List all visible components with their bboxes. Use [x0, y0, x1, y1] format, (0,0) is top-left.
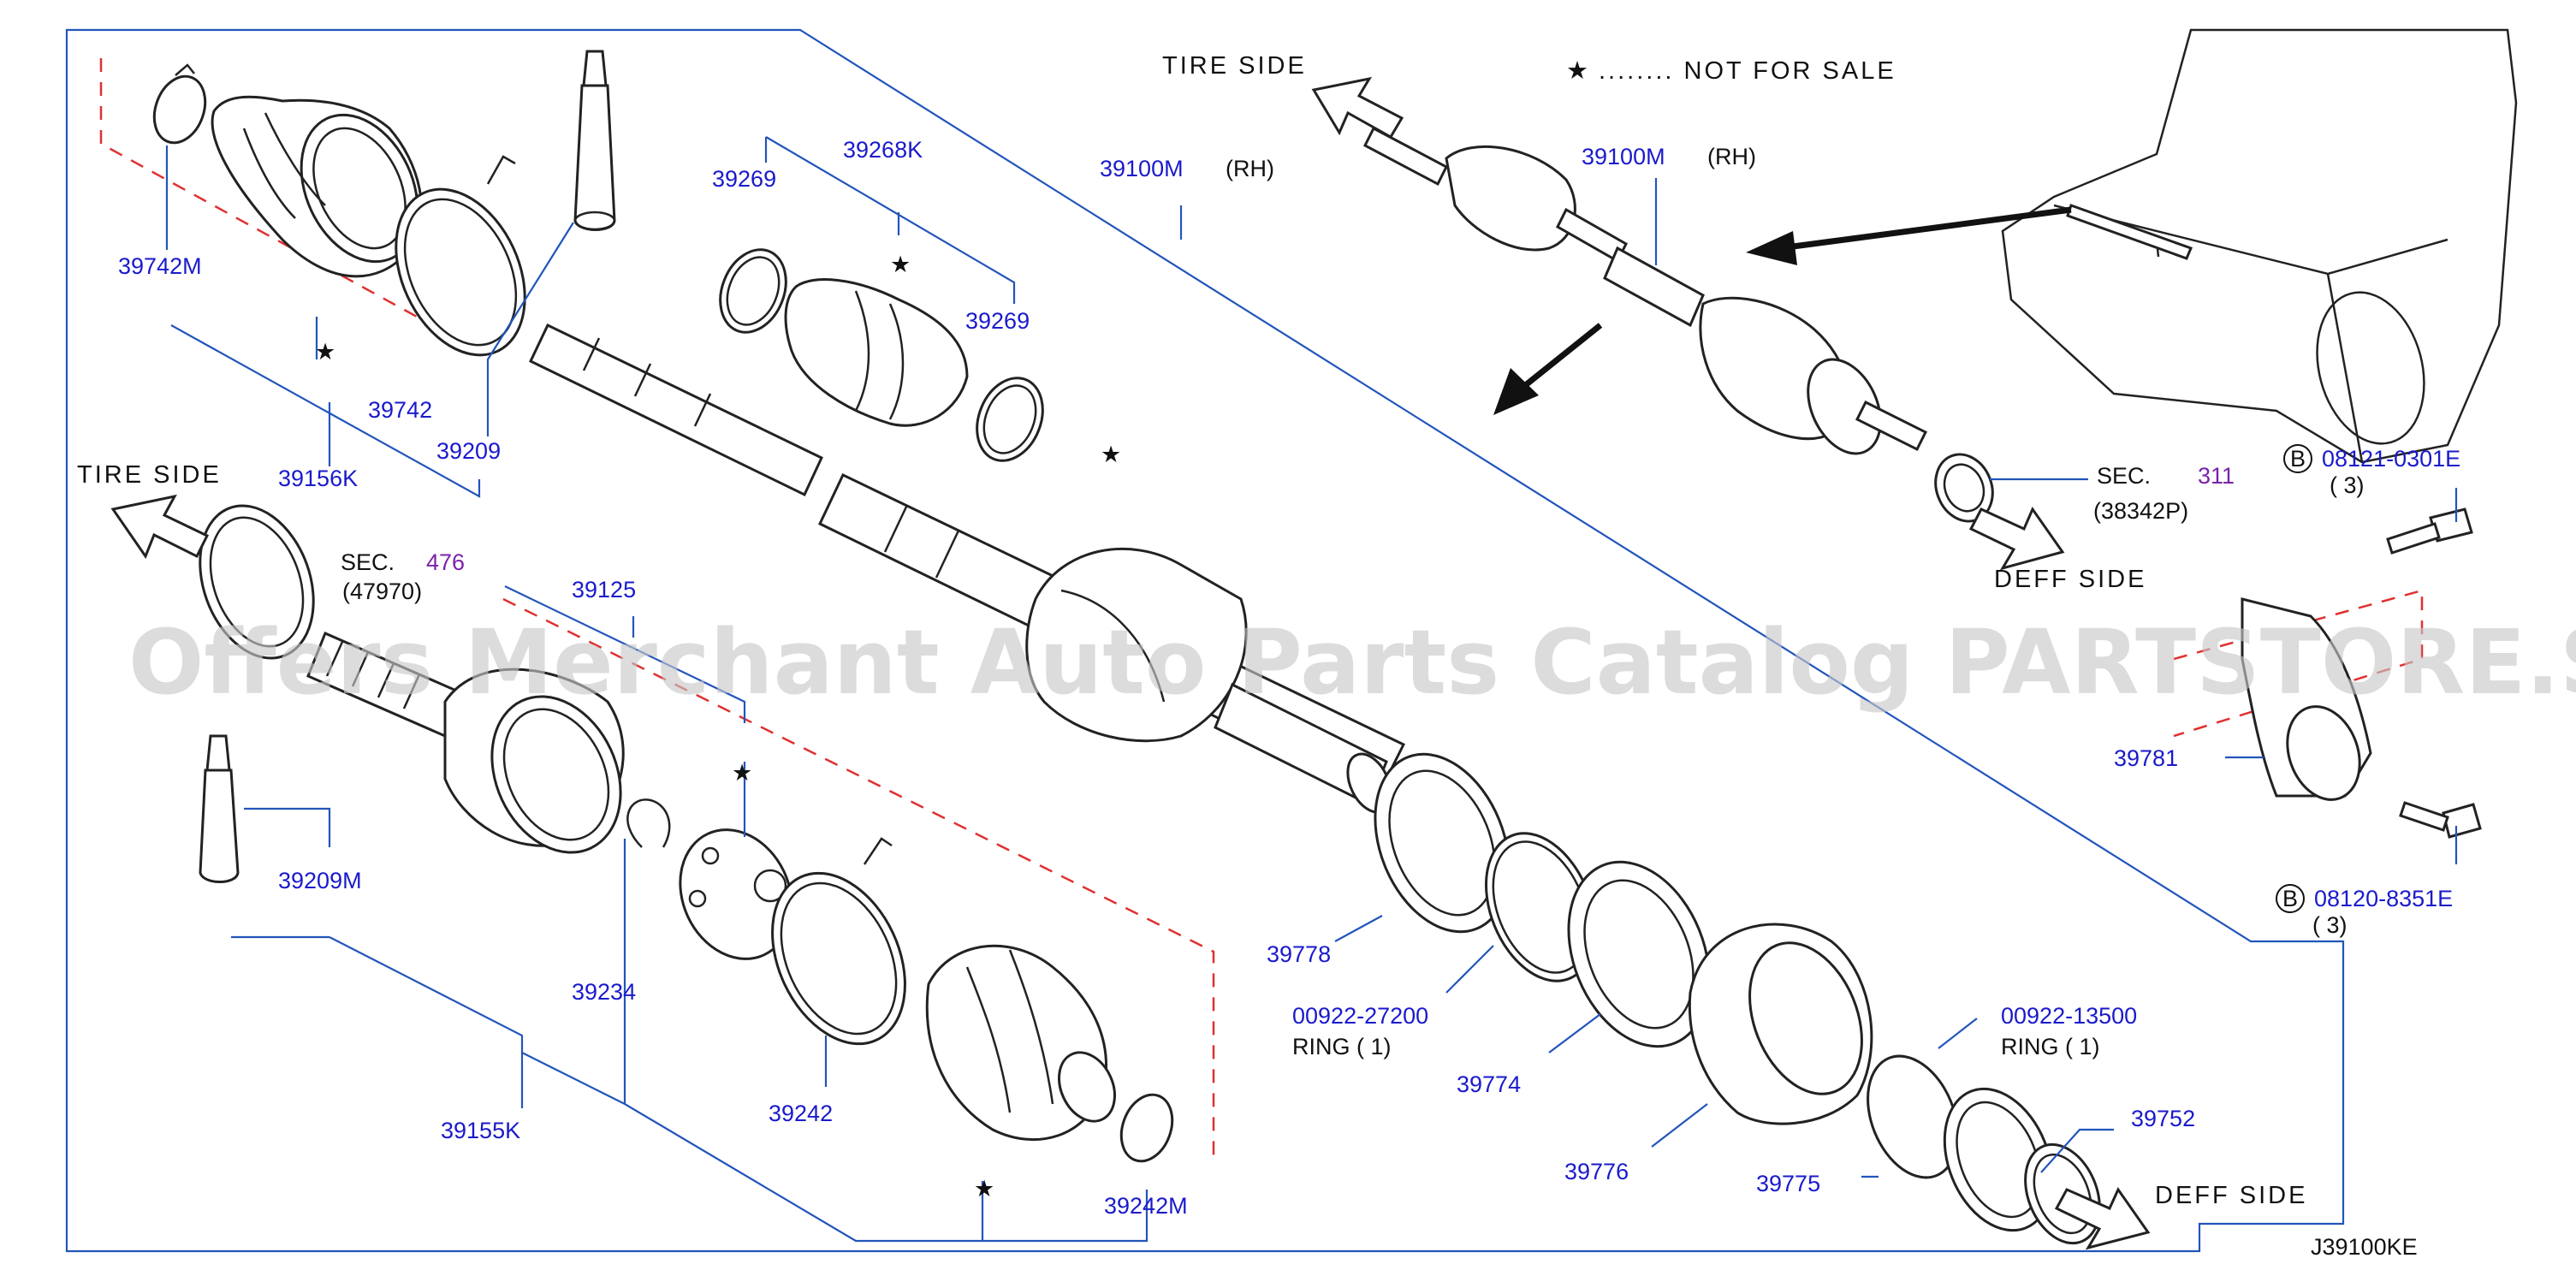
- label-39209: 39209: [436, 438, 501, 464]
- tire-side-label-top: TIRE SIDE: [1162, 52, 1307, 80]
- abs-sensor-ring: [199, 504, 315, 660]
- label-sec-476-number: 476: [426, 549, 465, 575]
- phantom-outline-outer-joint: [99, 58, 480, 353]
- tire-side-label-left: TIRE SIDE: [77, 461, 222, 489]
- snap-ring: [626, 798, 671, 848]
- bolt-callout-1: B 08121-0301E ( 3): [2283, 444, 2460, 498]
- inner-joint-housing: [1025, 547, 1392, 814]
- label-39775: 39775: [1756, 1171, 1820, 1196]
- ring-00922-13500: [1867, 1054, 1959, 1179]
- label-39100M-main: 39100M: [1100, 156, 1184, 181]
- label-00922-27200: 00922-27200: [1292, 1003, 1428, 1029]
- deff-side-arrow-bottom: [2054, 1186, 2151, 1250]
- label-39209M: 39209M: [278, 868, 362, 893]
- label-39752: 39752: [2131, 1106, 2195, 1131]
- label-39155K: 39155K: [441, 1118, 520, 1143]
- star-marker: ★: [890, 252, 911, 277]
- label-sec-476-sub: (47970): [342, 579, 422, 604]
- label-39778: 39778: [1267, 941, 1331, 967]
- bolt-08120-8351E: [2399, 801, 2482, 839]
- deff-side-label-bottom: DEFF SIDE: [2155, 1182, 2307, 1209]
- bracket-39781: [2241, 597, 2372, 801]
- inner-boot: [784, 278, 969, 427]
- star-marker: ★: [732, 760, 752, 786]
- tire-side-arrow-top: [1311, 76, 1404, 139]
- label-rh-top: (RH): [1707, 144, 1756, 169]
- boot-band-small-lower: [1119, 1093, 1174, 1163]
- bearing-housing-39776: [1688, 923, 1873, 1125]
- label-39125: 39125: [572, 577, 636, 602]
- outer-joint-assembly: [306, 632, 625, 854]
- legend-text: ........ NOT FOR SALE: [1599, 57, 1896, 85]
- boot-band-large: [395, 155, 526, 357]
- label-sec-311-sub: (38342P): [2093, 498, 2188, 524]
- label-39774: 39774: [1457, 1071, 1521, 1097]
- tire-side-arrow-left: [110, 494, 210, 560]
- seal-39778: [1374, 752, 1511, 934]
- vehicle-illustration: [2001, 28, 2518, 464]
- pointer-arrow-car: [1746, 206, 2072, 265]
- label-39776: 39776: [1564, 1159, 1629, 1184]
- assembly-frame: [65, 28, 2345, 1253]
- deff-side-arrow-mid: [1968, 506, 2065, 571]
- grease-tube-small: [199, 734, 240, 883]
- inner-boot-band-a: [719, 248, 787, 334]
- star-marker: ★: [974, 1176, 994, 1202]
- boot-band-small: [152, 63, 207, 145]
- watermark: Offers Merchant Auto Parts Catalog PARTS…: [128, 610, 2576, 715]
- svg-text:08121-0301E: 08121-0301E: [2322, 446, 2460, 472]
- phantom-outline-inner-joint: [502, 597, 1215, 1162]
- grease-tube: [573, 50, 616, 231]
- label-39269-b: 39269: [965, 308, 1030, 334]
- inner-boot-band-b: [976, 377, 1044, 462]
- diagram-code: J39100KE: [2311, 1234, 2418, 1260]
- seal-39775: [1943, 1087, 2054, 1232]
- label-00922-13500: 00922-13500: [2001, 1003, 2137, 1029]
- label-sec-311-prefix: SEC.: [2097, 463, 2151, 489]
- bearing-39774: [1567, 860, 1711, 1048]
- svg-text:B: B: [2290, 446, 2306, 472]
- label-ring-1: RING ( 1): [1292, 1034, 1392, 1059]
- svg-text:( 3): ( 3): [2312, 912, 2347, 938]
- outer-boot-lower: [925, 944, 1116, 1142]
- label-39242: 39242: [769, 1101, 833, 1126]
- label-39100M-top: 39100M: [1582, 144, 1665, 169]
- star-marker: ★: [315, 339, 335, 365]
- pointer-arrow-shaft: [1493, 323, 1603, 415]
- leader-lines: [165, 136, 2458, 1243]
- svg-text:( 3): ( 3): [2330, 472, 2365, 498]
- label-sec-311-number: 311: [2198, 463, 2235, 489]
- label-39781: 39781: [2114, 745, 2178, 771]
- label-39742M: 39742M: [118, 253, 202, 279]
- deff-side-label-mid: DEFF SIDE: [1994, 566, 2146, 593]
- legend-star: ★: [1566, 57, 1591, 85]
- label-39156K: 39156K: [278, 466, 358, 491]
- bolt-08121-0301E: [2386, 507, 2473, 555]
- label-rh-main: (RH): [1226, 156, 1274, 181]
- boot-band-large-lower: [771, 837, 906, 1046]
- label-39742: 39742: [368, 397, 432, 423]
- complete-driveshaft-top: [1363, 126, 1928, 455]
- svg-text:08120-8351E: 08120-8351E: [2314, 886, 2453, 911]
- label-39269-a: 39269: [712, 166, 776, 192]
- svg-text:B: B: [2282, 886, 2298, 911]
- label-39234: 39234: [572, 979, 636, 1005]
- label-ring-2: RING ( 1): [2001, 1034, 2100, 1059]
- bolt-callout-2: B 08120-8351E ( 3): [2276, 884, 2453, 938]
- label-39268K: 39268K: [843, 137, 923, 163]
- star-marker: ★: [1101, 442, 1121, 467]
- label-39242M: 39242M: [1104, 1193, 1188, 1219]
- label-sec-476-prefix: SEC.: [341, 549, 395, 575]
- spider-assembly: [679, 828, 793, 960]
